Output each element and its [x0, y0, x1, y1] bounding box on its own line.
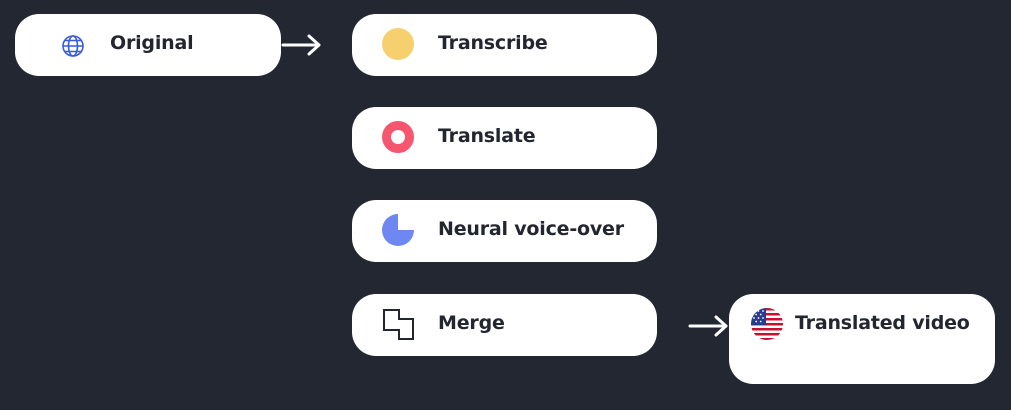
output-node: Translated video [729, 294, 995, 384]
us-flag-icon [751, 308, 783, 345]
globe-icon [61, 34, 85, 63]
pink-ring-icon [382, 121, 414, 158]
translate-node: Translate [352, 107, 657, 169]
output-label: Translated video [795, 312, 970, 334]
original-node: Original [15, 14, 281, 76]
original-label: Original [110, 32, 194, 54]
transcribe-label: Transcribe [438, 32, 548, 54]
merge-squares-icon [382, 308, 416, 347]
merge-label: Merge [438, 312, 505, 334]
arrow-icon [281, 34, 321, 56]
voiceover-node: Neural voice-over [352, 200, 657, 262]
transcribe-node: Transcribe [352, 14, 657, 76]
yellow-circle-icon [382, 28, 414, 65]
merge-node: Merge [352, 294, 657, 356]
pie-chart-icon [382, 214, 414, 251]
voiceover-label: Neural voice-over [438, 218, 624, 240]
translate-label: Translate [438, 125, 536, 147]
arrow-icon [688, 315, 728, 337]
